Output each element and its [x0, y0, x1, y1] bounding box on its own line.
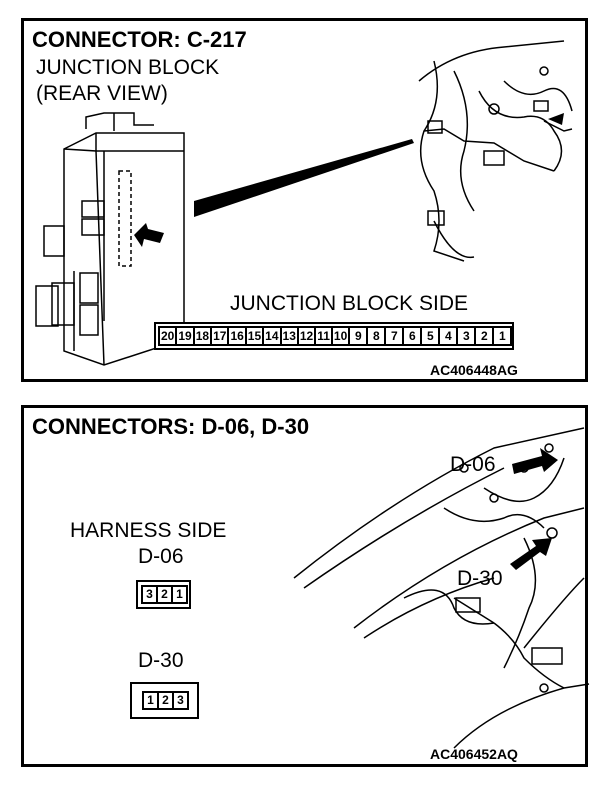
callout-d06: D-06: [450, 453, 496, 476]
pin: 11: [314, 326, 333, 346]
connector-c217-panel: CONNECTOR: C-217 JUNCTION BLOCK (REAR VI…: [21, 18, 588, 382]
pin: 1: [171, 585, 188, 604]
junction-block-illustration: [35, 40, 573, 366]
pin: 7: [384, 326, 405, 346]
pin: 5: [420, 326, 441, 346]
connector-pin-row: 20 19 18 17 16 15 14 13 12 11 10 9 8 7 6…: [154, 322, 515, 350]
junction-block-label: JUNCTION BLOCK: [36, 56, 220, 79]
callout-d30: D-30: [457, 567, 503, 590]
panel-title: CONNECTORS: D-06, D-30: [32, 414, 310, 439]
pin: 2: [474, 326, 495, 346]
figure-code: AC406452AQ: [430, 746, 518, 762]
junction-block-side-label: JUNCTION BLOCK SIDE: [230, 292, 469, 315]
harness-side-label: HARNESS SIDE: [70, 519, 227, 542]
figure-code: AC406448AG: [430, 362, 518, 378]
pin: 8: [366, 326, 387, 346]
pin: 3: [456, 326, 477, 346]
pin: 6: [402, 326, 423, 346]
connectors-d06-d30-panel: CONNECTORS: D-06, D-30 HARNESS SIDE D-06…: [21, 405, 590, 767]
pin: 18: [192, 326, 213, 346]
d30-label: D-30: [138, 649, 184, 672]
panel-title: CONNECTOR: C-217: [32, 27, 247, 52]
vehicle-harness-illustration: [293, 427, 590, 749]
pin: 16: [227, 326, 247, 346]
pin: 3: [172, 691, 189, 710]
pin: 10: [330, 326, 351, 346]
d30-connector: 1 2 3: [130, 682, 199, 719]
d06-label: D-06: [138, 545, 184, 568]
rear-view-label: (REAR VIEW): [36, 82, 168, 105]
d06-connector: 3 2 1: [136, 580, 191, 609]
pin: 4: [438, 326, 459, 346]
pin: 9: [348, 326, 369, 346]
pin: 1: [492, 326, 513, 346]
